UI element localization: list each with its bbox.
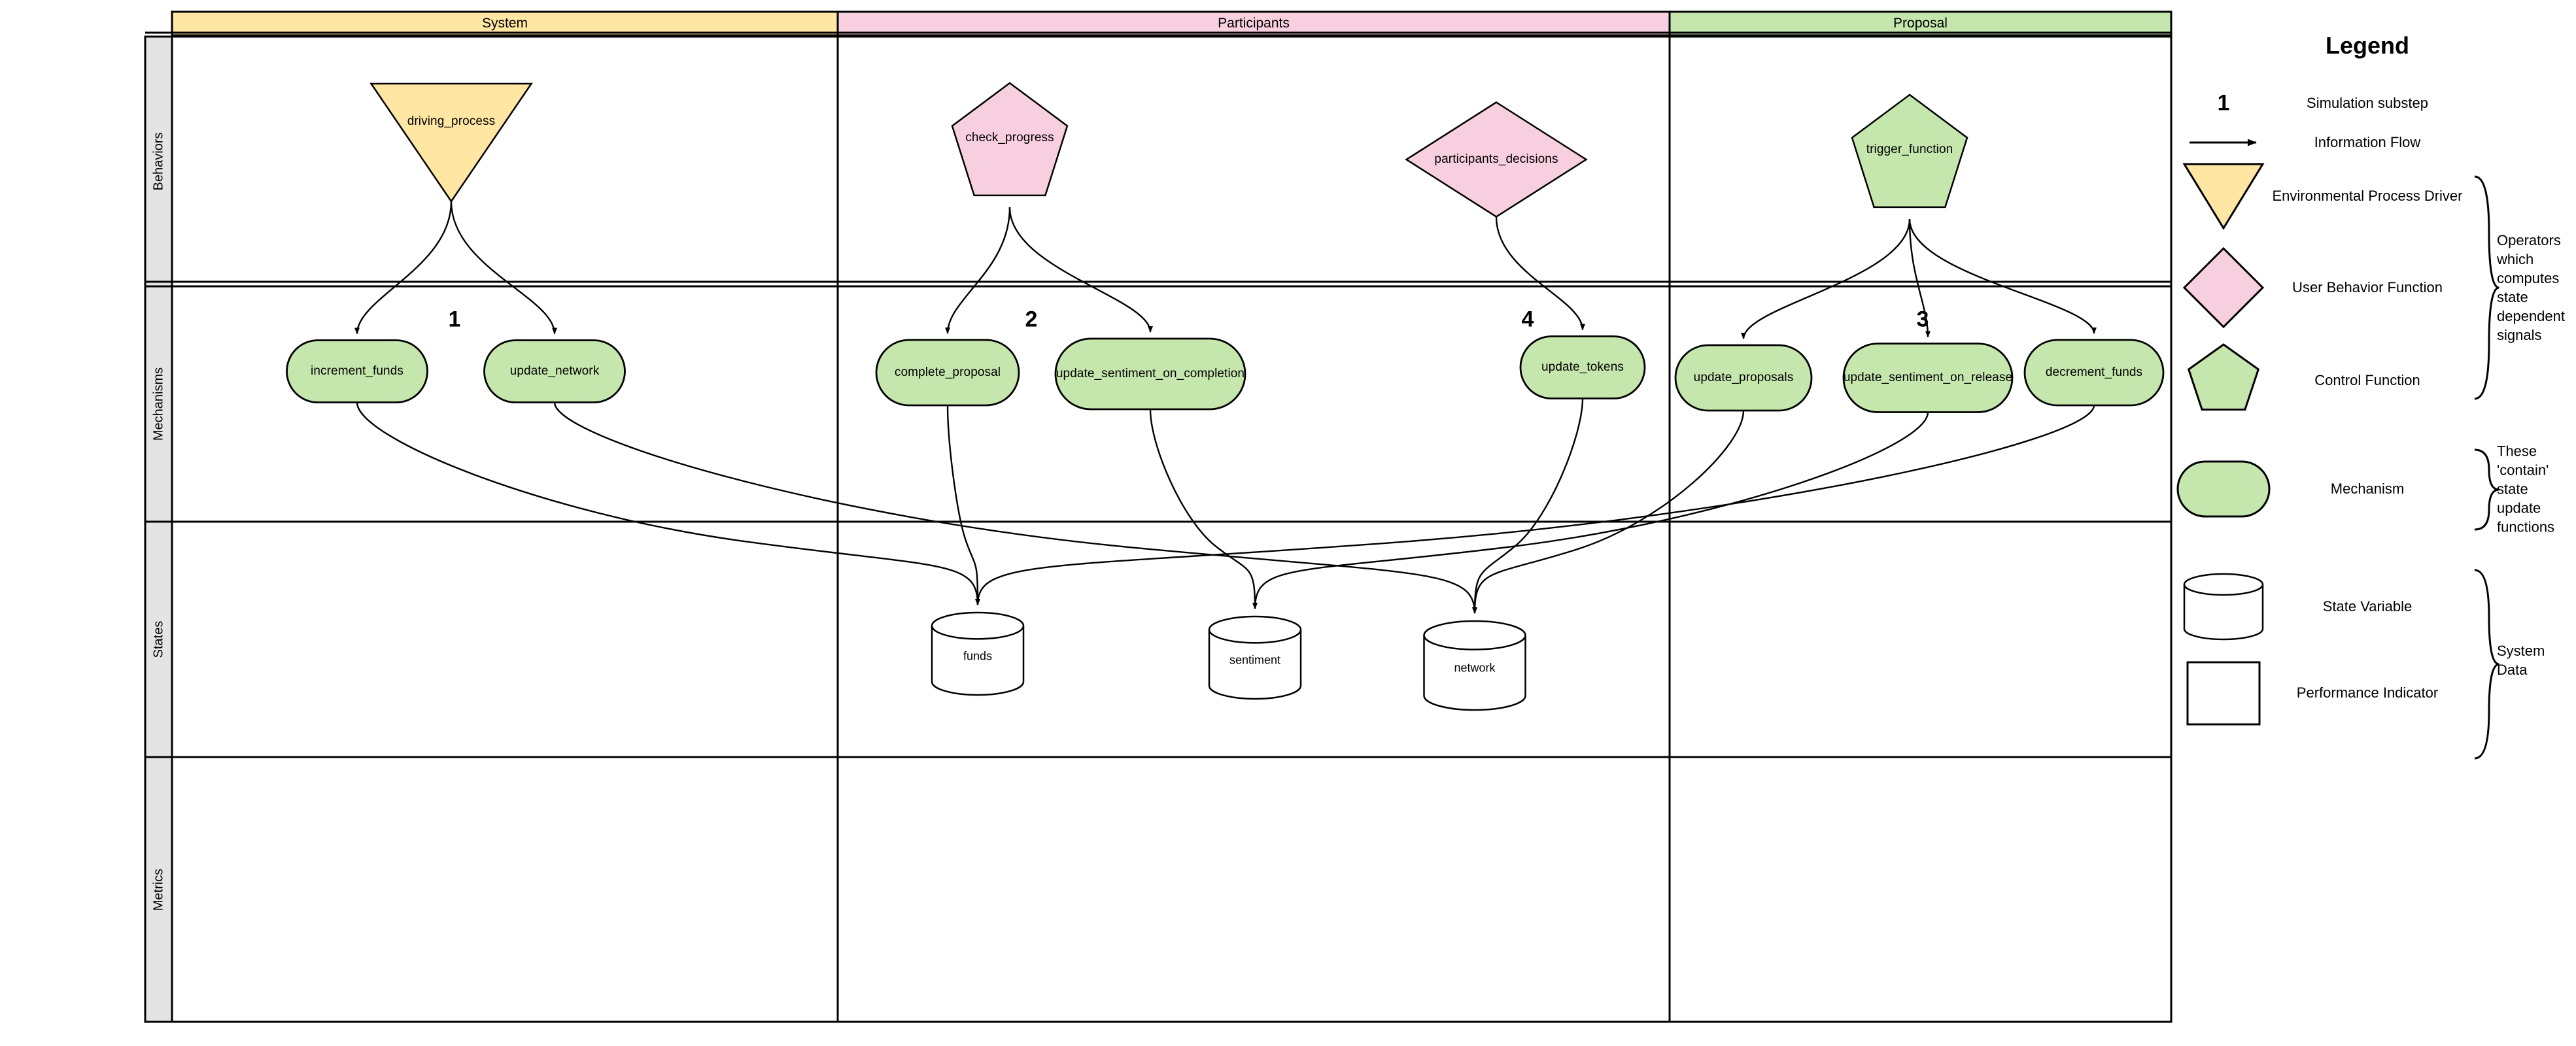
behavior-node-check_progress[interactable] <box>951 82 1069 197</box>
legend-label-control-function: Control Function <box>2314 372 2420 388</box>
legend-glyph-environmental-process-driver <box>2182 163 2265 230</box>
behavior-node-label-trigger_function: trigger_function <box>1866 142 1953 156</box>
mechanism-node-increment_funds[interactable] <box>286 339 428 403</box>
edge-update_sentiment_on_release-to-sentiment <box>1252 412 1929 609</box>
behavior-node-driving_process[interactable] <box>369 82 533 203</box>
edge-participants_decisions-to-update_tokens <box>1495 216 1585 331</box>
edge-driving_process-to-increment_funds <box>354 201 453 335</box>
row-label-states: States <box>151 620 165 658</box>
edge-decrement_funds-to-funds <box>975 405 2095 605</box>
legend-brace-system-data-brace <box>2474 569 2499 760</box>
state-node-label-sentiment: sentiment <box>1229 653 1281 667</box>
legend-glyph-control-function <box>2187 343 2260 411</box>
mechanism-node-label-update_proposals: update_proposals <box>1693 371 1794 384</box>
column-header-system <box>171 10 839 37</box>
legend-label-environmental-process-driver: Environmental Process Driver <box>2272 188 2463 204</box>
mechanism-node-label-update_sentiment_on_completion: update_sentiment_on_completion <box>1056 367 1245 380</box>
substep-number-3: 3 <box>1916 307 1929 332</box>
legend-brace-text-state-update-brace: These 'contain' state update functions <box>2497 443 2555 535</box>
legend-label-performance-indicator: Performance Indicator <box>2296 684 2439 701</box>
legend-glyph-state-variable-body <box>2183 584 2264 641</box>
mechanism-node-update_network[interactable] <box>483 339 626 403</box>
state-node-network-top <box>1423 620 1526 650</box>
legend-glyph-user-behavior-function <box>2182 246 2265 329</box>
mechanism-node-label-increment_funds: increment_funds <box>311 364 404 378</box>
mechanism-node-label-update_network: update_network <box>509 364 600 378</box>
edge-check_progress-to-update_sentiment_on_completion <box>1008 207 1153 333</box>
edge-trigger_function-to-update_proposals <box>1741 218 1911 339</box>
column-header-label-system: System <box>481 16 528 31</box>
edge-complete_proposal-to-funds <box>946 405 980 605</box>
column-header-participants <box>836 10 1671 37</box>
row-label-behaviors: Behaviors <box>151 132 165 191</box>
behavior-node-label-participants_decisions: participants_decisions <box>1434 152 1558 166</box>
substep-number-2: 2 <box>1025 307 1038 332</box>
table-border <box>144 35 2172 1023</box>
edge-update_network-to-network <box>553 402 1477 614</box>
legend-label-information-flow: Information Flow <box>2314 134 2421 150</box>
row-label-metrics: Metrics <box>151 868 165 911</box>
state-node-sentiment-top <box>1208 615 1302 644</box>
state-node-label-funds: funds <box>963 649 993 663</box>
mechanism-node-update_sentiment_on_release[interactable] <box>1842 343 2014 413</box>
mechanism-node-label-update_tokens: update_tokens <box>1541 360 1624 374</box>
mechanism-node-label-complete_proposal: complete_proposal <box>894 365 1001 379</box>
mechanism-node-update_tokens[interactable] <box>1519 335 1646 399</box>
mechanism-node-label-update_sentiment_on_release: update_sentiment_on_release <box>1843 371 2013 384</box>
substep-number-1: 1 <box>448 307 461 332</box>
edge-check_progress-to-complete_proposal <box>945 207 1011 334</box>
edge-trigger_function-to-update_sentiment_on_release <box>1908 218 1931 338</box>
legend-label-simulation-substep: Simulation substep <box>2307 95 2428 111</box>
mechanism-node-decrement_funds[interactable] <box>2023 339 2165 407</box>
legend-glyph-state-variable-top <box>2183 573 2264 596</box>
edge-update_sentiment_on_completion-to-sentiment <box>1149 409 1258 609</box>
legend-label-state-variable: State Variable <box>2322 598 2413 615</box>
column-header-label-proposal: Proposal <box>1893 16 1948 31</box>
mechanism-node-complete_proposal[interactable] <box>875 339 1020 407</box>
row-label-mechanisms: Mechanisms <box>151 367 165 441</box>
edge-trigger_function-to-decrement_funds <box>1908 218 2097 334</box>
behavior-node-trigger_function[interactable] <box>1851 93 1968 209</box>
column-header-proposal <box>1668 10 2172 37</box>
column-header-label-participants: Participants <box>1218 16 1290 31</box>
mechanism-node-label-decrement_funds: decrement_funds <box>2045 365 2143 379</box>
legend-glyph-performance-indicator <box>2186 661 2261 726</box>
legend-label-mechanism: Mechanism <box>2330 481 2405 497</box>
state-node-funds-body <box>931 626 1025 696</box>
legend-glyph-mechanism <box>2176 460 2271 518</box>
legend-glyph-simulation-substep: 1 <box>2217 90 2230 116</box>
state-node-network-body <box>1423 635 1526 711</box>
legend-brace-operators-brace <box>2474 175 2499 400</box>
behavior-node-participants_decisions[interactable] <box>1405 101 1588 218</box>
state-node-label-network: network <box>1454 661 1496 675</box>
mechanism-node-update_sentiment_on_completion[interactable] <box>1054 337 1246 411</box>
edge-update_proposals-to-network <box>1472 410 1745 614</box>
legend-brace-text-operators-brace: Operators which computes state dependent… <box>2497 231 2565 344</box>
legend-brace-text-system-data-brace: System Data <box>2497 642 2545 678</box>
state-node-funds-top <box>931 611 1025 640</box>
edge-increment_funds-to-funds <box>356 402 980 605</box>
legend-title: Legend <box>2325 32 2410 59</box>
substep-number-4: 4 <box>1521 307 1534 332</box>
legend-brace-state-update-brace <box>2474 448 2499 531</box>
edge-driving_process-to-update_network <box>450 201 557 335</box>
behavior-node-label-driving_process: driving_process <box>407 114 496 128</box>
mechanism-node-update_proposals[interactable] <box>1674 344 1813 412</box>
behavior-node-label-check_progress: check_progress <box>965 130 1054 144</box>
legend-label-user-behavior-function: User Behavior Function <box>2292 279 2443 295</box>
state-node-sentiment-body <box>1208 630 1302 700</box>
edge-update_tokens-to-network <box>1472 398 1584 614</box>
